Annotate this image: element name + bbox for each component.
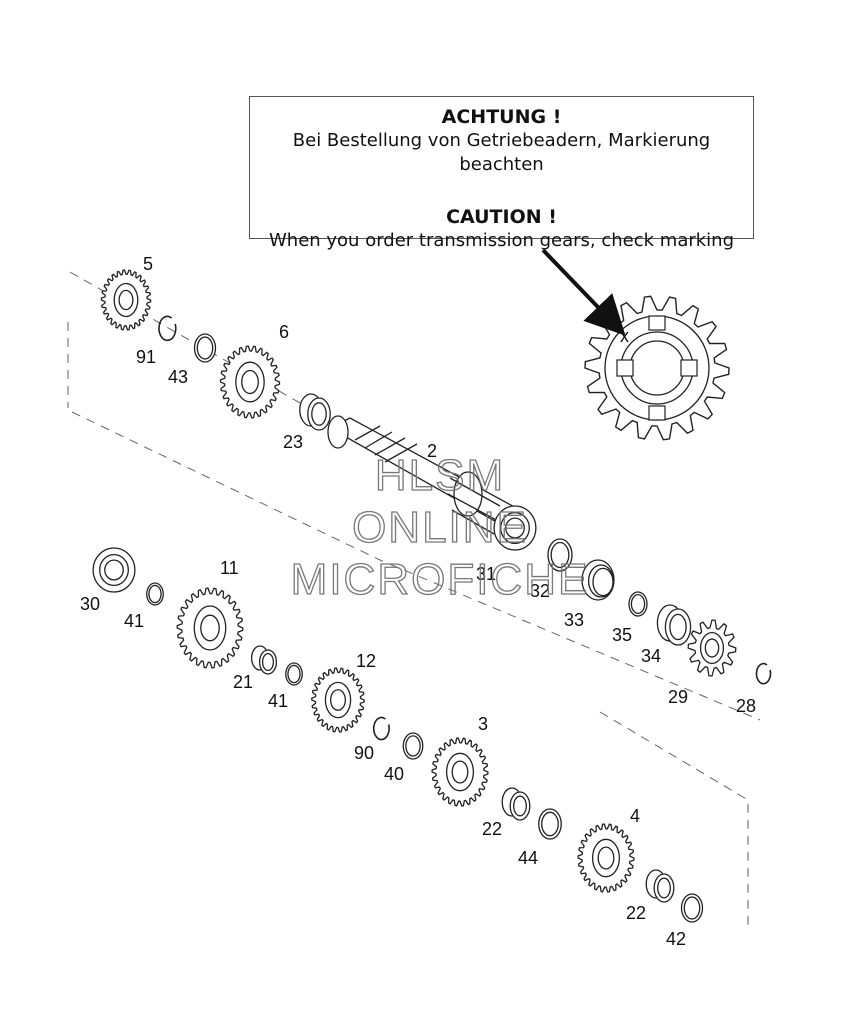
watermark-line-1: HLSM [375, 451, 505, 500]
part-label: 41 [124, 611, 144, 631]
part-34-spacer [656, 604, 692, 646]
notice-de-text: Bei Bestellung von Getriebeadern, Markie… [292, 130, 711, 175]
part-label: 12 [356, 651, 376, 671]
part-label: 29 [668, 687, 688, 707]
part-label: 34 [641, 646, 661, 666]
part-label: 31 [476, 564, 496, 584]
marking-arrow [541, 248, 626, 336]
part-label: 22 [626, 903, 646, 923]
part-label: 41 [268, 691, 288, 711]
part-label: 28 [736, 696, 756, 716]
part-3-gear [431, 737, 489, 807]
part-label: 6 [279, 322, 289, 342]
part-4-gear [577, 823, 635, 893]
notice-en-title: CAUTION ! [446, 206, 557, 228]
part-label: 11 [220, 558, 239, 578]
part-label: 33 [564, 610, 584, 630]
part-6-gear [219, 345, 281, 419]
part-11-gear [176, 587, 244, 669]
part-label: 22 [482, 819, 502, 839]
notice-de-title: ACHTUNG ! [441, 106, 562, 128]
caution-notice-box: ACHTUNG ! Bei Bestellung von Getriebeade… [249, 96, 754, 251]
notice-en-text: When you order transmission gears, check… [268, 230, 735, 251]
part-label: 2 [427, 441, 437, 461]
watermark-line-3: MICROFICHE [291, 555, 590, 604]
marking-x: x [620, 326, 629, 346]
part-41-washer [285, 662, 303, 686]
part-30-bearing [92, 547, 136, 593]
part-22-bushing [645, 869, 675, 903]
part-label: 5 [143, 254, 153, 274]
part-12-gear [311, 667, 365, 733]
part-label: 21 [233, 672, 253, 692]
part-33-seal [581, 559, 615, 601]
part-90-circlip [372, 716, 390, 741]
watermark-line-2: ONLINE [352, 503, 528, 552]
part-label: 40 [384, 764, 404, 784]
part-28-circlip [755, 662, 772, 685]
part-42-washer [680, 893, 704, 923]
part-label: 90 [354, 743, 374, 763]
part-label: 44 [518, 848, 538, 868]
part-label: 43 [168, 367, 188, 387]
part-5-gear [100, 269, 152, 331]
part-91-circlip [158, 315, 177, 342]
part-label: 91 [136, 347, 156, 367]
part-40-washer [402, 732, 424, 760]
part-label: 32 [530, 581, 550, 601]
part-label: 42 [666, 929, 686, 949]
part-label: 23 [283, 432, 303, 452]
part-43-washer [193, 333, 217, 363]
part-29-sprocket [687, 619, 737, 677]
part-23-bushing [299, 393, 331, 431]
part-35-o-ring [628, 591, 648, 617]
part-44-washer [538, 808, 562, 840]
part-label: 3 [478, 714, 488, 734]
detail-gear [584, 295, 730, 441]
watermark: HLSM ONLINE MICROFICHE [290, 450, 590, 604]
part-31-bearing [493, 505, 537, 551]
part-label: 30 [80, 594, 100, 614]
part-22-bushing [501, 787, 531, 821]
part-label: 35 [612, 625, 632, 645]
part-21-bushing [250, 645, 278, 675]
part-label: 4 [630, 806, 640, 826]
part-32-washer [547, 538, 573, 572]
part-41-washer [146, 582, 164, 606]
